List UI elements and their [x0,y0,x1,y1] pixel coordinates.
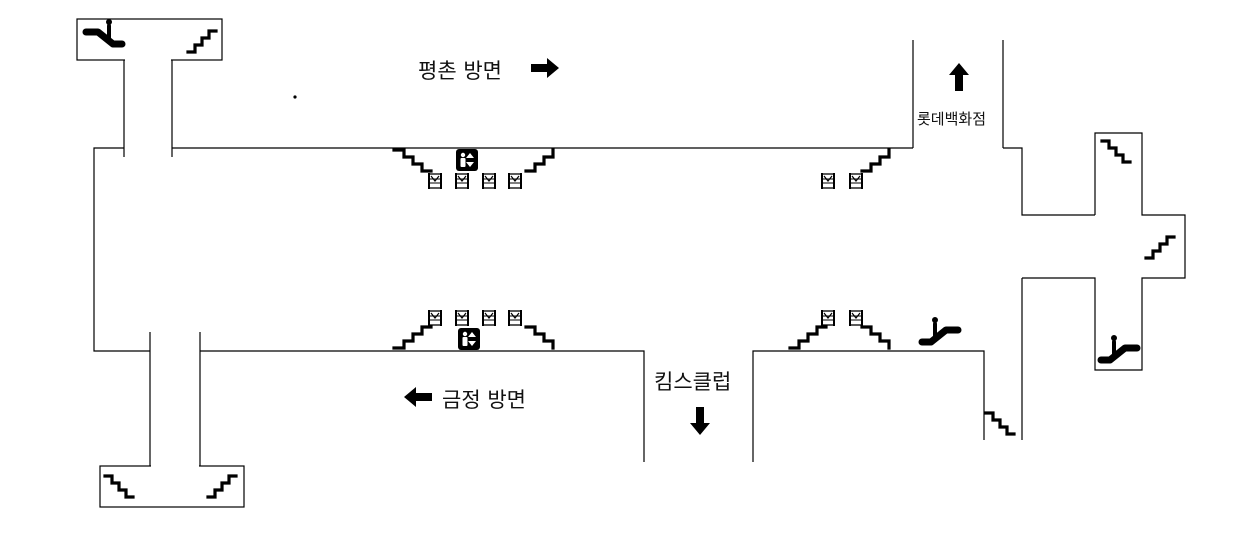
stairs-icon [392,148,891,350]
label-lotte-department-store: 롯데백화점 [917,110,987,128]
map-dot [293,95,297,99]
ticket-gate-icon [427,172,864,327]
exit-box-top-left [76,18,223,61]
exit-box-bottom-left [99,465,245,508]
main-concourse-walls [76,18,1186,508]
label-pyeongchon: 평촌 방면 [418,59,502,83]
label-geumjeong: 금정 방면 [442,388,526,412]
stairs-icon [103,29,1176,499]
label-kims-club: 킴스클럽 [654,370,732,394]
escalator-icon [86,19,1137,360]
